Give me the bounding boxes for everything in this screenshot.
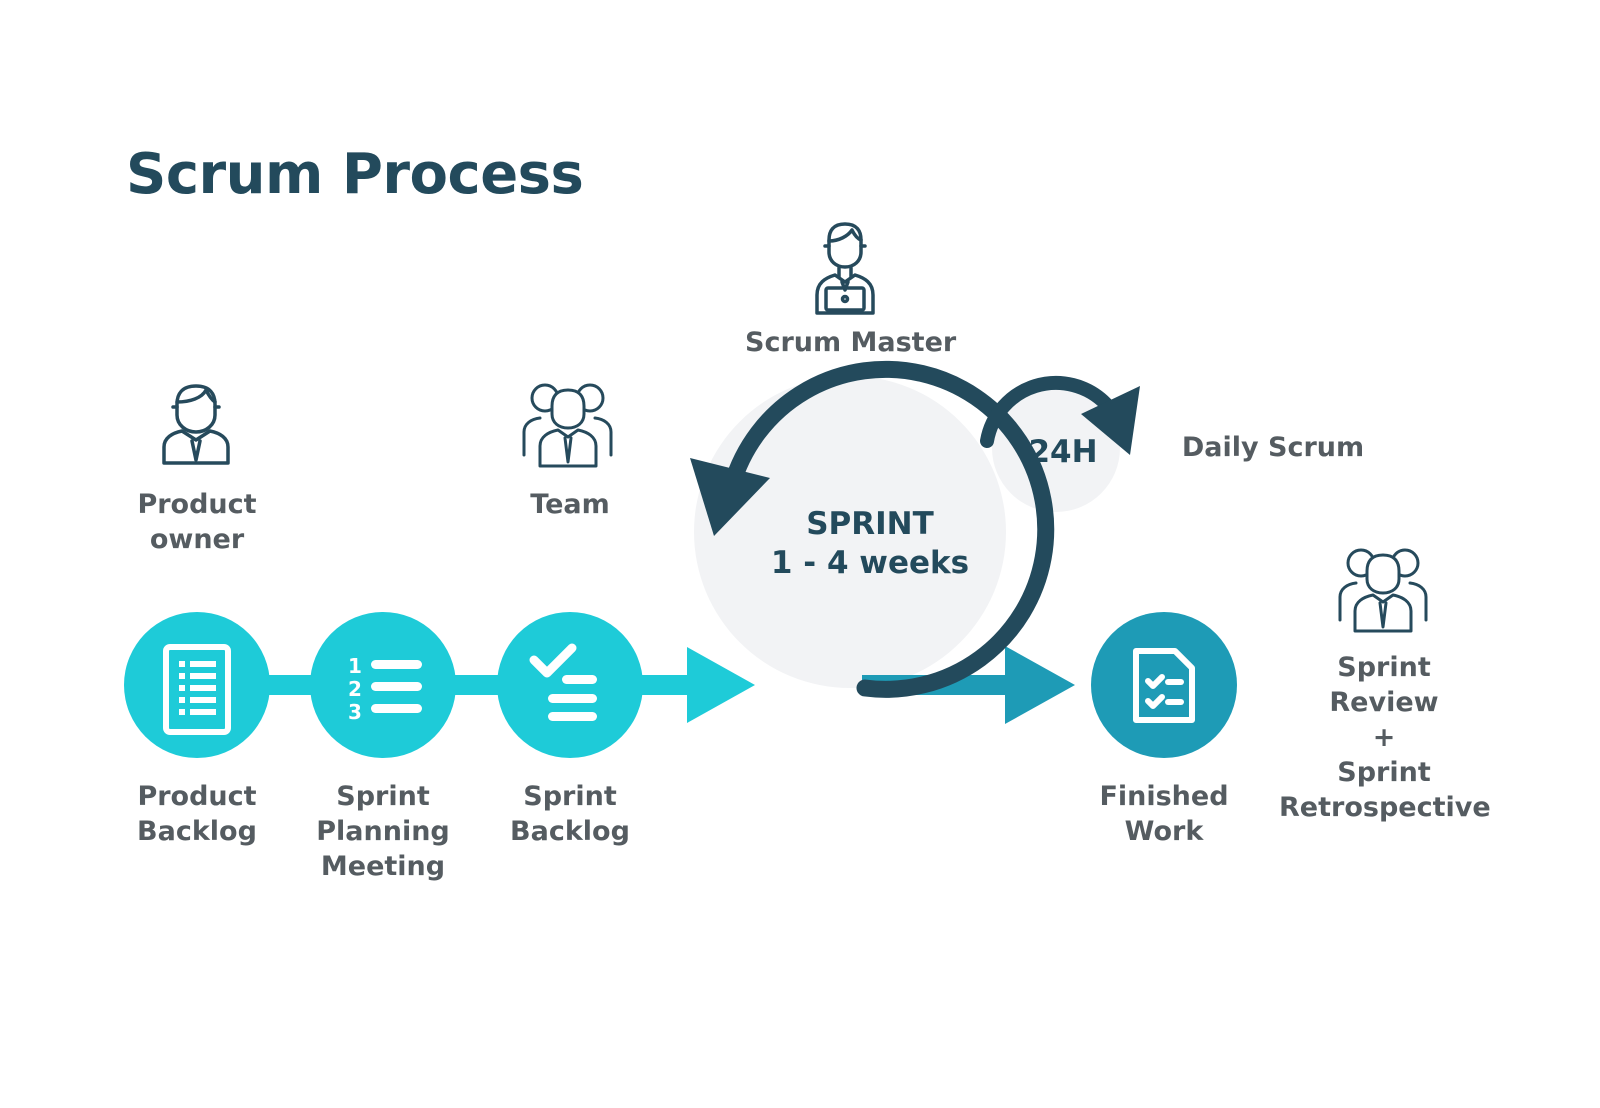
sprint-label: SPRINT 1 - 4 weeks <box>760 505 980 583</box>
checked-document-icon <box>1133 648 1195 723</box>
product-owner-icon <box>162 384 230 465</box>
team-icon <box>522 383 613 468</box>
list-number-1: 1 <box>348 654 362 678</box>
list-number-3: 3 <box>348 700 362 724</box>
sprint-duration: 1 - 4 weeks <box>770 545 970 581</box>
finished-work-circle <box>1091 612 1237 758</box>
sprint-planning-label: Sprint Planning Meeting <box>316 781 450 882</box>
sprint-backlog-circle <box>497 612 643 758</box>
sprint-cycle-arrow <box>723 360 1055 698</box>
sprint-circle <box>694 376 1006 688</box>
daily-arrowhead <box>1081 386 1140 455</box>
list-number-2: 2 <box>348 677 362 701</box>
arrow-to-finished <box>1005 646 1075 724</box>
scrum-master-label: Scrum Master <box>745 327 957 358</box>
scrum-master-icon <box>815 222 875 315</box>
product-owner-label: Product owner <box>137 489 257 555</box>
team-label: Team <box>530 489 610 520</box>
sprint-title: SPRINT <box>806 506 934 542</box>
daily-cycle-arrow <box>980 375 1113 448</box>
review-team-icon <box>1338 548 1428 633</box>
arrow-to-sprint <box>687 647 755 723</box>
finished-work-label: Finished Work <box>1099 781 1229 847</box>
checklist-icon <box>529 643 597 721</box>
document-list-icon <box>163 644 231 735</box>
page-title: Scrum Process <box>126 142 584 207</box>
sprint-arrowhead <box>690 458 770 536</box>
numbered-list-icon: 1 2 3 <box>348 654 422 724</box>
sprint-backlog-label: Sprint Backlog <box>510 781 630 847</box>
cycle-24h-label: 24H <box>1028 434 1098 470</box>
product-backlog-label: Product Backlog <box>137 781 257 847</box>
review-retrospective-label: Sprint Review + Sprint Retrospective <box>1279 652 1491 823</box>
daily-scrum-label: Daily Scrum <box>1181 432 1365 463</box>
